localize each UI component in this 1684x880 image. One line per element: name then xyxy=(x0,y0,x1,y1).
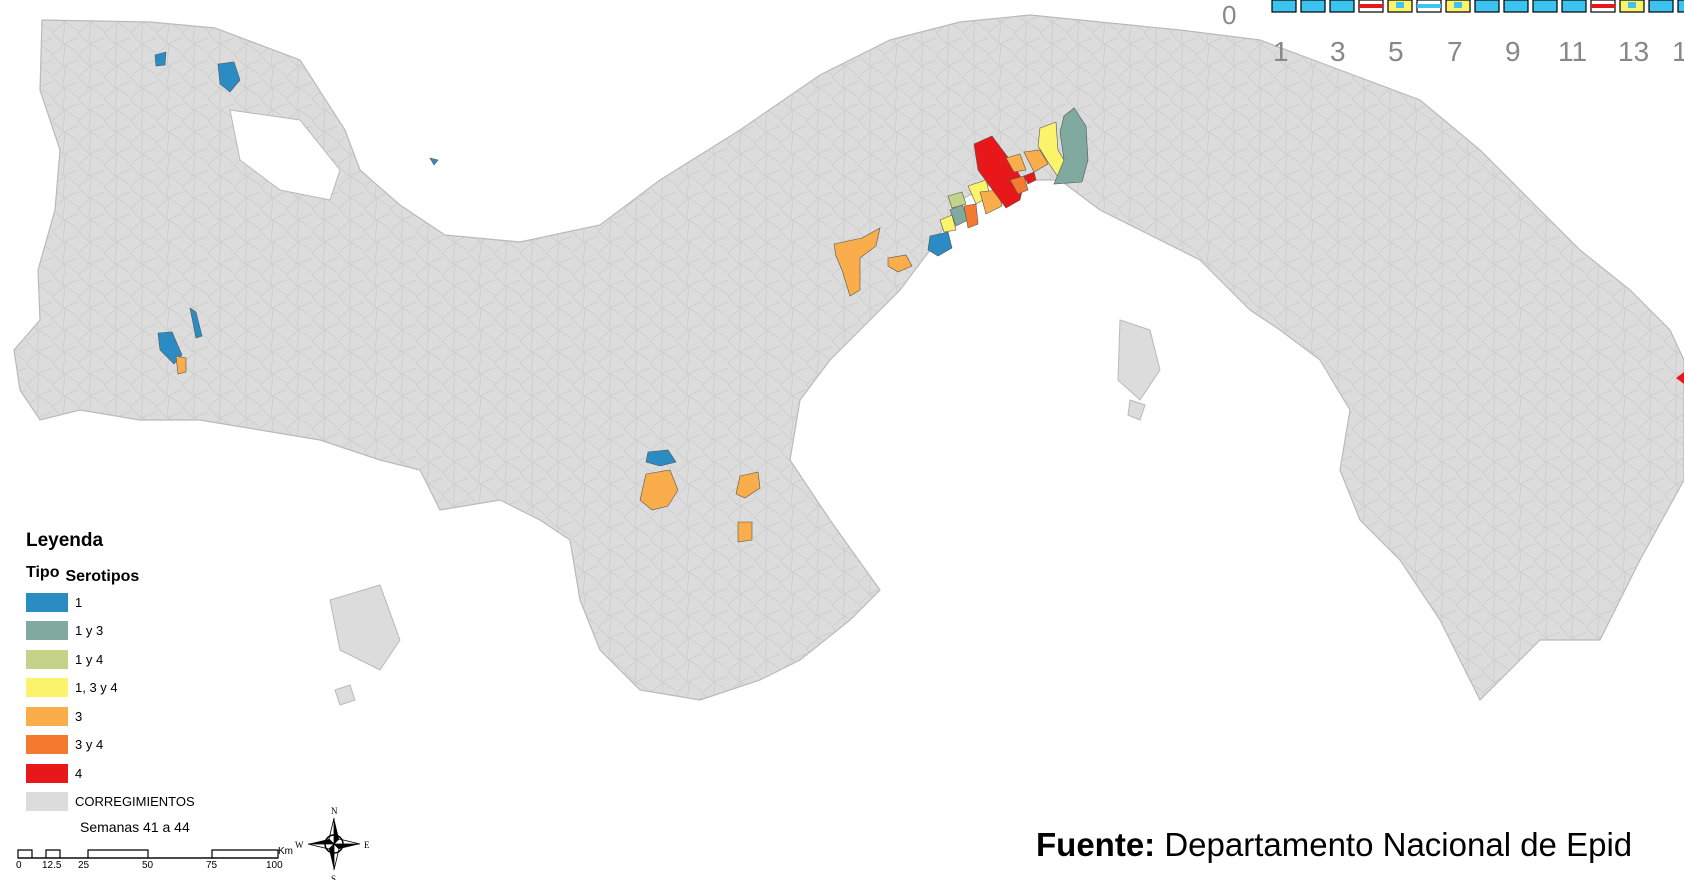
inset-zero-label: 0 xyxy=(1222,0,1237,30)
region-sero-1 xyxy=(154,51,167,67)
inset-box xyxy=(1329,0,1355,13)
region-sero-4 xyxy=(1023,171,1037,185)
legend-label: 4 xyxy=(75,765,83,781)
region-sero-1 xyxy=(927,231,953,257)
inset-box-inner xyxy=(1628,2,1636,8)
inset-x-tick: 1 xyxy=(1672,36,1684,67)
region-sero-1 xyxy=(645,449,677,467)
inset-box xyxy=(1677,0,1684,13)
region-sero-3 xyxy=(887,254,913,273)
legend-label: 1 y 3 xyxy=(75,623,104,639)
legend-swatch xyxy=(26,792,68,812)
inset-x-tick: 1 xyxy=(1273,36,1289,67)
inset-x-tick: 5 xyxy=(1388,36,1404,67)
inset-x-tick: 9 xyxy=(1505,36,1521,67)
inset-box-band xyxy=(1591,4,1615,8)
region-sero-3 xyxy=(175,355,187,375)
legend-swatch xyxy=(26,678,68,698)
legend-label: CORREGIMIENTOS xyxy=(75,794,195,810)
legend-swatch xyxy=(26,706,68,726)
legend-label: 1 xyxy=(75,594,83,610)
compass-n: N xyxy=(331,806,338,816)
legend-item: 1 y 3 xyxy=(26,617,286,646)
legend-item: CORREGIMIENTOS xyxy=(26,788,286,817)
region-sero-3 xyxy=(735,471,761,499)
region-sero-1 xyxy=(189,307,203,339)
source-text: Departamento Nacional de Epid xyxy=(1155,826,1633,863)
region-sero-1-3 xyxy=(1053,107,1089,185)
region-sero-3 xyxy=(1023,149,1049,173)
region-sero-1-4 xyxy=(947,191,967,209)
inset-x-tick: 7 xyxy=(1447,36,1463,67)
inset-box xyxy=(1648,0,1674,13)
legend-item: 4 xyxy=(26,759,286,788)
inset-box-inner xyxy=(1454,2,1462,8)
legend-swatch xyxy=(26,735,68,755)
inset-box xyxy=(1300,0,1326,13)
region-sero-3 xyxy=(1005,153,1027,173)
legend-swatch xyxy=(26,649,68,669)
legend-item: 1 xyxy=(26,588,286,617)
inset-box-band xyxy=(1417,4,1441,8)
inset-x-tick: 3 xyxy=(1330,36,1346,67)
legend-swatch xyxy=(26,763,68,783)
legend-item: 1 y 4 xyxy=(26,645,286,674)
legend-swatch xyxy=(26,621,68,641)
scale-label-12-5: 12.5 xyxy=(42,860,62,871)
region-sero-3 xyxy=(737,521,753,543)
inset-box xyxy=(1503,0,1529,13)
legend-label: 3 xyxy=(75,708,83,724)
inset-box xyxy=(1474,0,1500,13)
inset-x-tick: 11 xyxy=(1558,36,1588,67)
serotype-regions xyxy=(154,51,1089,543)
legend-swatch xyxy=(26,592,68,612)
inset-chart xyxy=(1271,0,1684,13)
region-sero-1-3-4 xyxy=(939,214,957,233)
map-legend: Leyenda Tipo Serotipos 1 1 y 3 1 y 4 1, 3 y… xyxy=(26,530,286,816)
scale-label-25: 25 xyxy=(78,860,90,871)
region-sero-4 xyxy=(973,135,1025,209)
scale-label-0: 0 xyxy=(16,860,22,871)
legend-label: 3 y 4 xyxy=(75,737,104,753)
inset-box xyxy=(1532,0,1558,13)
source-line: Fuente: Departamento Nacional de Epid xyxy=(1036,826,1632,864)
legend-tipo-label: Tipo xyxy=(26,564,60,581)
legend-weeks: Semanas 41 a 44 xyxy=(80,819,190,835)
legend-header: Tipo Serotipos xyxy=(26,564,286,585)
compass-e: E xyxy=(364,840,370,850)
scale-bar xyxy=(17,849,279,859)
region-sero-3 xyxy=(833,227,881,297)
compass-w: W xyxy=(295,840,304,850)
legend-title: Leyenda xyxy=(26,530,104,551)
compass-s: S xyxy=(331,874,336,880)
compass-rose: N S E W xyxy=(295,806,370,880)
legend-label: 1, 3 y 4 xyxy=(75,680,118,696)
region-sero-3-4 xyxy=(1009,175,1029,195)
inset-x-tick: 13 xyxy=(1618,36,1650,67)
country-base xyxy=(13,14,1684,706)
inset-box-band xyxy=(1359,4,1383,8)
legend-item: 1, 3 y 4 xyxy=(26,674,286,703)
legend-item: 3 xyxy=(26,702,286,731)
region-sero-1 xyxy=(217,61,241,93)
legend-serotipos-label: Serotipos xyxy=(65,568,140,585)
scale-unit: Km xyxy=(278,846,293,857)
scale-label-75: 75 xyxy=(206,860,218,871)
region-sero-1 xyxy=(429,157,439,166)
legend-item: 3 y 4 xyxy=(26,731,286,760)
inset-box xyxy=(1561,0,1587,13)
inset-box-inner xyxy=(1396,2,1404,8)
region-sero-3 xyxy=(979,189,1003,215)
legend-label: 1 y 4 xyxy=(75,651,104,667)
arrow-marker xyxy=(1676,372,1684,384)
region-sero-3-4 xyxy=(963,203,979,229)
inset-box xyxy=(1271,0,1297,13)
region-sero-3 xyxy=(639,469,679,511)
source-bold: Fuente: xyxy=(1036,826,1156,863)
scale-label-50: 50 xyxy=(142,860,154,871)
scale-label-100: 100 xyxy=(266,860,283,871)
